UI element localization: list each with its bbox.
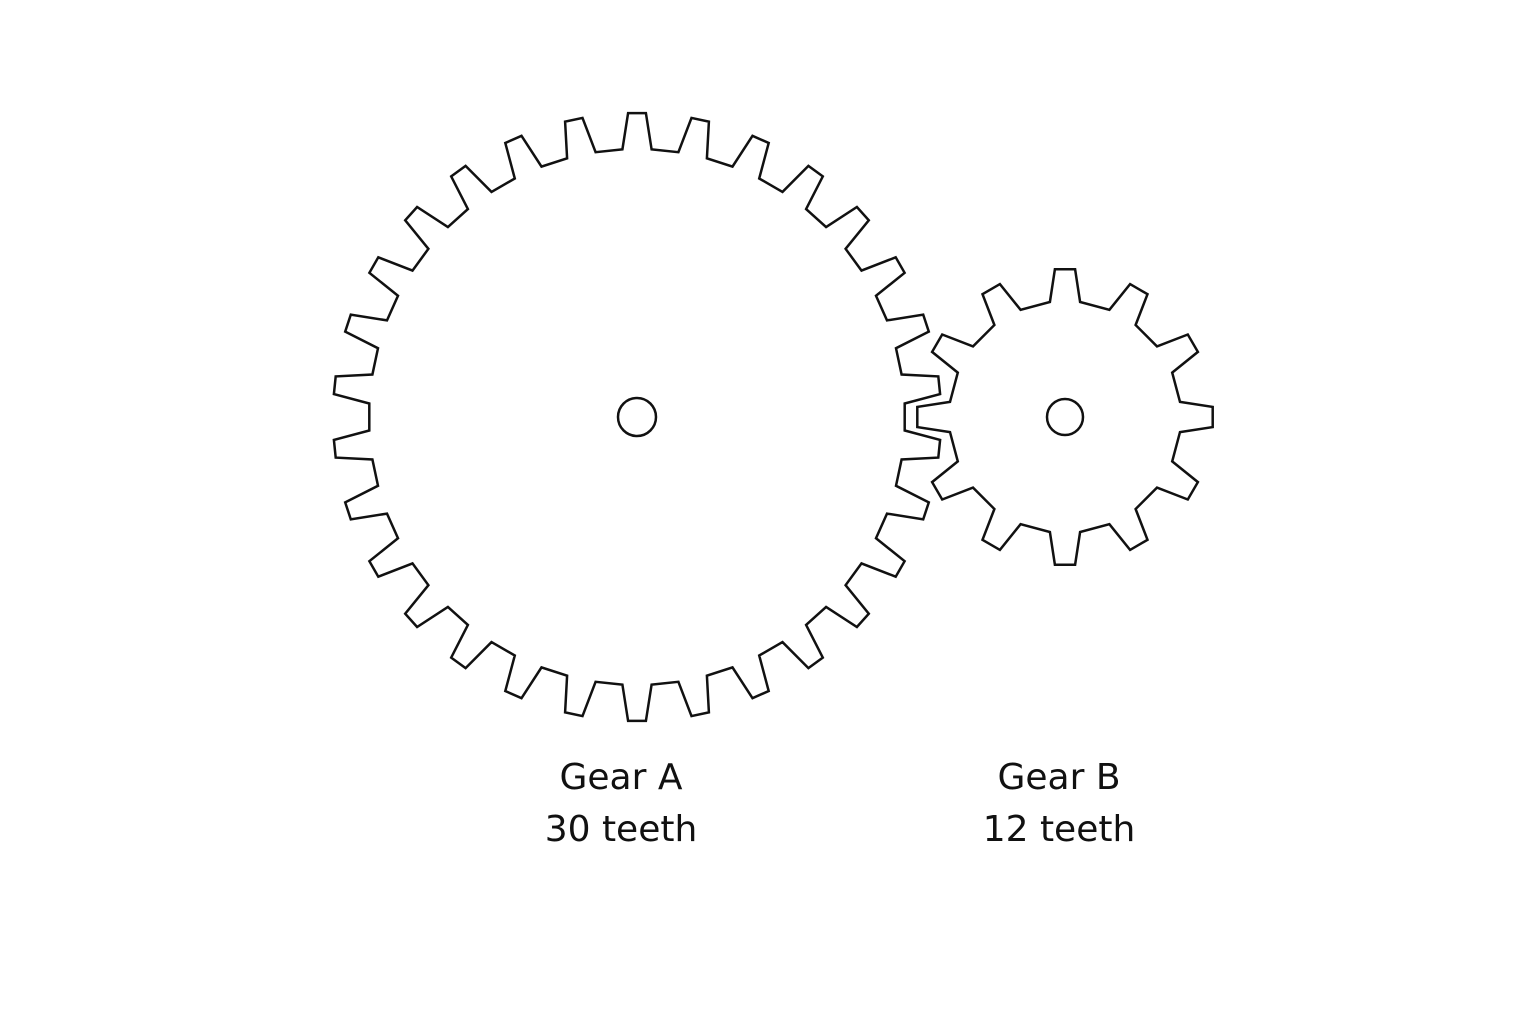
gear-a: [332, 111, 942, 723]
gear-b-caption: Gear B 12 teeth: [909, 752, 1209, 856]
gear-a-teeth-label: 30 teeth: [544, 809, 698, 850]
gear-b-name: Gear B: [997, 757, 1121, 798]
gear-b-hub-hole: [1045, 397, 1085, 437]
gear-a-caption: Gear A 30 teeth: [471, 752, 771, 856]
gear-b: [916, 268, 1214, 566]
gear-a-name: Gear A: [559, 757, 683, 798]
gear-b-teeth-label: 12 teeth: [982, 809, 1136, 850]
gear-a-hub-hole: [616, 396, 658, 438]
